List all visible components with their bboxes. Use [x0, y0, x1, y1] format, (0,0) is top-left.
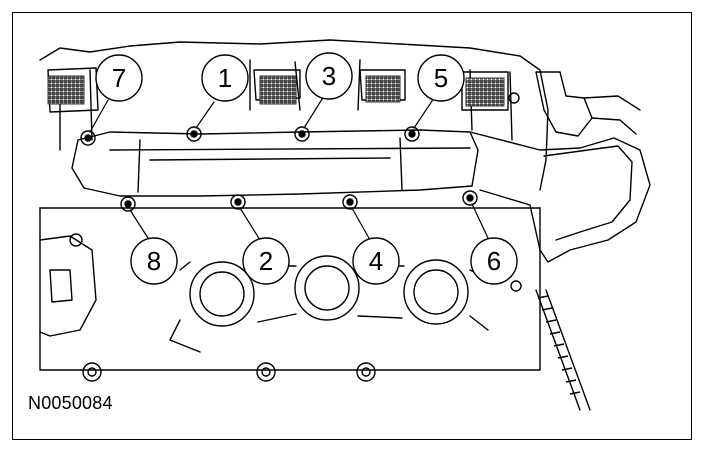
hatch-block-3: [365, 75, 401, 103]
sensor-wire: [583, 95, 641, 135]
port-1-outer: [189, 261, 255, 327]
head-left-flange: [39, 235, 97, 337]
belt: [535, 289, 591, 411]
manifold-bolts: [80, 126, 478, 212]
upper-ribs: [59, 59, 513, 151]
callout-circles: [95, 52, 518, 285]
callout-8-circle: [130, 237, 178, 285]
callout-5-label: 5: [434, 63, 448, 93]
egr-tube: [71, 129, 479, 197]
hatch-block-4: [465, 77, 505, 107]
port-web: [169, 261, 491, 353]
callout-7-circle: [95, 54, 143, 102]
head-outline: [39, 207, 541, 371]
callout-3-label: 3: [322, 61, 336, 91]
egr-tube-highlight: [149, 157, 391, 161]
upper-engine-outline: [39, 39, 549, 191]
leader-lines: [89, 95, 489, 241]
port-2-outer: [294, 255, 360, 321]
egr-tube-ridge: [109, 137, 471, 193]
upper-blocks: [47, 67, 509, 113]
intake-tube-inner: [543, 145, 633, 241]
callout-5-circle: [417, 54, 465, 102]
callout-1-circle: [201, 54, 249, 102]
callout-labels: 7 1 3 5 8 2 4 6: [112, 61, 501, 276]
callout-6-label: 6: [487, 246, 501, 276]
sensor-body: [535, 71, 593, 137]
callout-4-circle: [352, 237, 400, 285]
port-3-outer: [403, 259, 469, 325]
callout-2-circle: [242, 237, 290, 285]
hatch-block-2: [259, 75, 297, 105]
callout-4-label: 4: [369, 246, 383, 276]
callout-7-label: 7: [112, 63, 126, 93]
callout-6-circle: [470, 237, 518, 285]
callout-2-label: 2: [259, 246, 273, 276]
head-left-port: [49, 269, 73, 303]
hatch-block-1: [47, 75, 85, 105]
belt-teeth: [537, 295, 581, 395]
callout-8-label: 8: [147, 246, 161, 276]
figure-id: N0050084: [28, 393, 113, 413]
callout-1-label: 1: [218, 63, 232, 93]
callout-3-circle: [305, 52, 353, 100]
